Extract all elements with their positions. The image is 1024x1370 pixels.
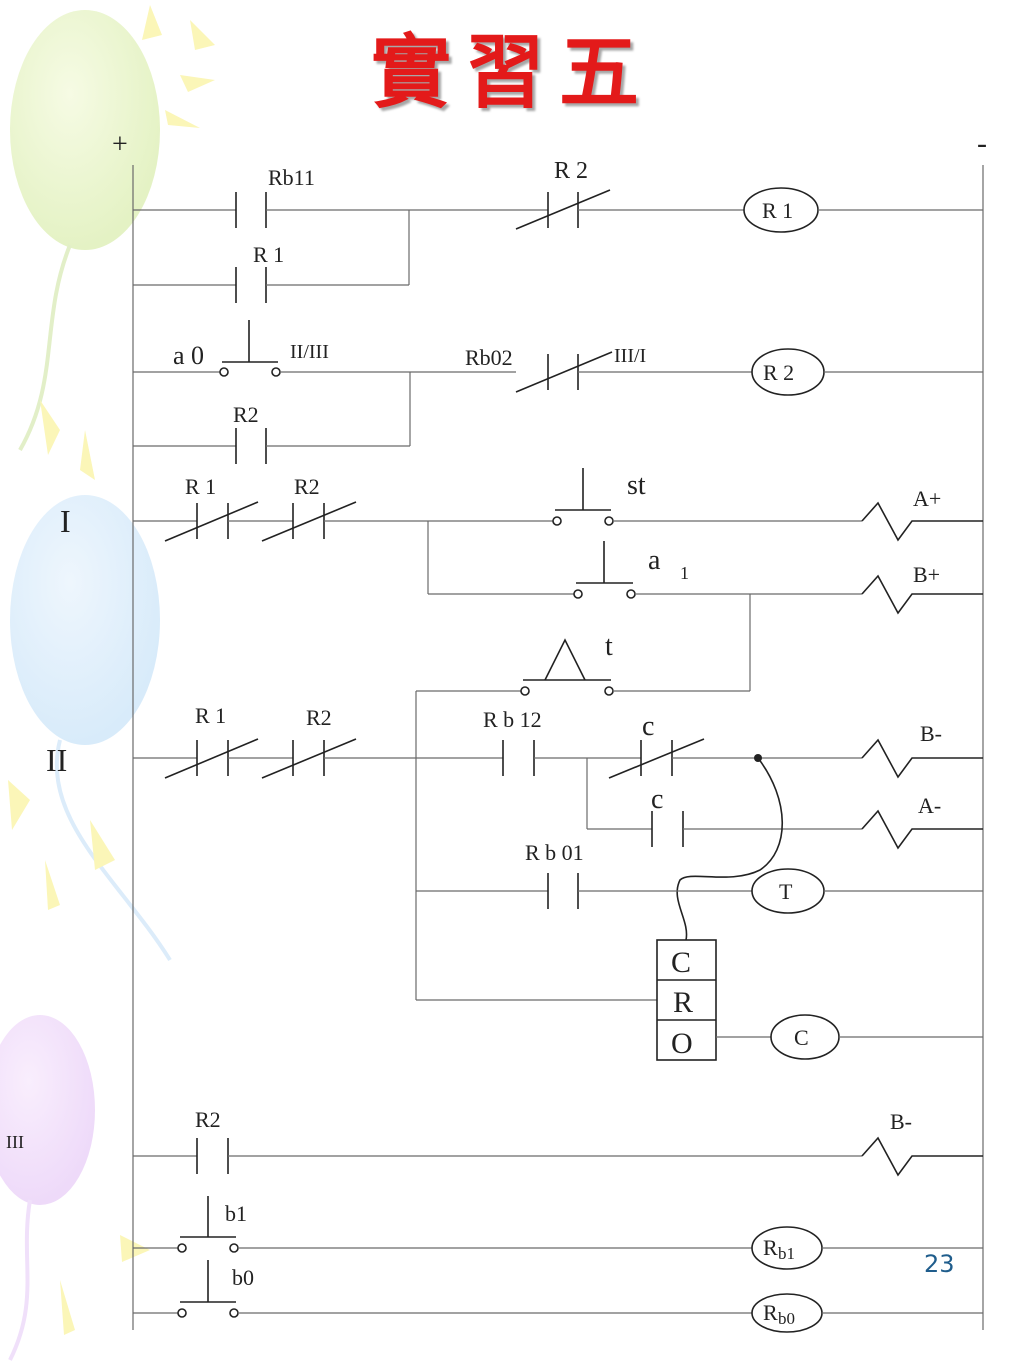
section-two-circuit (133, 738, 983, 1061)
section-three-circuit (133, 1136, 983, 1333)
cro-o: O (671, 1027, 693, 1060)
r2-i-label: R2 (294, 474, 320, 499)
rung-r2 (133, 320, 983, 464)
decorative-background (0, 5, 215, 1361)
rung-r1 (133, 187, 983, 303)
positive-rail-label: + (112, 129, 128, 160)
a1-subscript: 1 (680, 563, 689, 583)
b0-label: b0 (232, 1265, 254, 1290)
cro-r: R (673, 986, 693, 1019)
b-minus-label: B- (920, 721, 942, 746)
b-plus-label: B+ (913, 562, 940, 587)
r1-hold-label: R 1 (253, 242, 284, 267)
section-one-circuit (133, 468, 983, 691)
r1-ii-label: R 1 (195, 703, 226, 728)
a0-note: II/III (290, 341, 329, 363)
r1-coil-label: R 1 (762, 198, 793, 223)
r2-ii-label: R2 (306, 705, 332, 730)
rb0-coil-subscript: b0 (778, 1309, 795, 1328)
c-coil-label: C (794, 1025, 809, 1050)
rb1-coil-subscript: b1 (778, 1244, 795, 1263)
t-coil-label: T (779, 879, 793, 904)
negative-rail-label: - (977, 127, 987, 160)
a-plus-label: A+ (913, 486, 941, 511)
r1-i-label: R 1 (185, 474, 216, 499)
r2-hold-label: R2 (233, 402, 259, 427)
t-label: t (605, 631, 613, 662)
rb12-label: R b 12 (483, 707, 542, 732)
timer-contact-t (415, 638, 750, 1000)
page-number: 23 (924, 1250, 955, 1278)
st-label: st (627, 470, 646, 501)
a0-label: a 0 (173, 341, 204, 370)
slide-title: 實習五 (371, 25, 653, 119)
a-minus-label: A- (918, 793, 941, 818)
section-two-label: II (46, 742, 67, 778)
section-three-label: III (6, 1132, 24, 1152)
rb1-coil-label: R (763, 1235, 778, 1260)
a1-label: a (648, 545, 661, 576)
rb02-note: III/I (614, 345, 646, 367)
rb01-label: R b 01 (525, 840, 584, 865)
r2-coil-label: R 2 (763, 360, 794, 385)
section-one-label: I (60, 503, 71, 539)
rb11-label: Rb11 (268, 165, 315, 190)
r2-iii-label: R2 (195, 1107, 221, 1132)
c-no-label: c (651, 784, 663, 815)
rb0-coil-label: R (763, 1300, 778, 1325)
rb02-label: Rb02 (465, 345, 513, 370)
cro-c: C (671, 946, 691, 979)
b-minus-iii-label: B- (890, 1109, 912, 1134)
c-nc-label: c (642, 711, 654, 742)
r2-top-label: R 2 (554, 158, 588, 184)
b1-label: b1 (225, 1201, 247, 1226)
